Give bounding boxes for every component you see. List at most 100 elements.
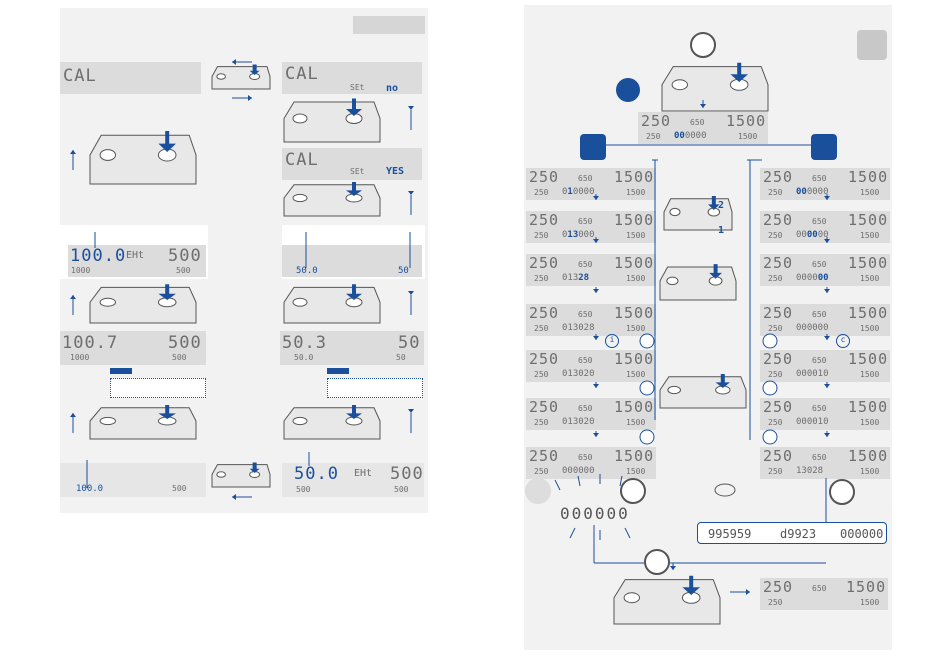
rpm-small: 1500: [626, 274, 646, 283]
timer-dial-icon: [829, 479, 855, 505]
temp-small: 250: [646, 132, 661, 141]
arrow-head: [232, 494, 236, 500]
temp-value: 250: [529, 304, 560, 322]
speed-value: 650: [812, 310, 827, 319]
small-500: 500: [172, 353, 187, 362]
cal-text: CAL: [63, 66, 97, 86]
rpm-value: 1500: [846, 578, 887, 596]
arrow-head: [824, 289, 830, 293]
countdown-sequence: 995959 d9923 000000: [697, 522, 887, 544]
arrow-head: [593, 239, 599, 243]
rpm-value: 1500: [614, 254, 655, 272]
temp-value: 250: [641, 112, 672, 130]
temp-value: 250: [763, 578, 794, 596]
temp-value: 250: [529, 447, 560, 465]
rpm-value: 1500: [614, 168, 655, 186]
rpm-small: 1500: [860, 370, 880, 379]
rpm-value: 1500: [726, 112, 767, 130]
ext-text: EHt: [126, 250, 145, 261]
device-illustration: [283, 98, 381, 143]
set-text: SEt: [350, 167, 365, 176]
speed-value: 650: [812, 584, 827, 593]
rpm-small: 1500: [860, 598, 880, 607]
cal-yes-display: CAL SEt YES: [282, 148, 422, 180]
arrow-head: [408, 191, 414, 195]
value-500: 500: [168, 333, 202, 353]
ear-icon: [525, 478, 551, 504]
arrow-head: [824, 336, 830, 340]
temp-small: 250: [534, 418, 549, 427]
device-illustration: [659, 374, 747, 409]
rpm-value: 1500: [848, 254, 889, 272]
device-illustration: [211, 462, 271, 488]
value-503-display: 50.3 50 50.0 50: [280, 331, 424, 365]
temp-small: 250: [768, 467, 783, 476]
arrow-head: [70, 150, 76, 154]
value-1007: 100.7: [62, 333, 119, 353]
rpm-value: 1500: [614, 304, 655, 322]
cal-text: CAL: [285, 150, 319, 170]
sensor-pill-left: [110, 378, 206, 398]
temp-small: 250: [768, 324, 783, 333]
arrow-head: [593, 289, 599, 293]
rpm-small: 1500: [860, 274, 880, 283]
speed-value: 650: [812, 260, 827, 269]
timer-value: 000000: [796, 323, 829, 333]
value-50-display: 50.0 50: [282, 245, 422, 277]
temp-value: 250: [763, 304, 794, 322]
timer-value: 000010: [796, 369, 829, 379]
temp-value: 250: [763, 254, 794, 272]
device-illustration: [283, 405, 381, 440]
value-500d: 50.0: [294, 464, 339, 484]
temp-value: 250: [529, 350, 560, 368]
temp-value: 250: [763, 398, 794, 416]
temp-value: 250: [763, 350, 794, 368]
rpm-small: 1500: [860, 231, 880, 240]
arrow-head: [70, 295, 76, 299]
rpm-value: 1500: [848, 304, 889, 322]
temp-value: 250: [763, 168, 794, 186]
rpm-small: 1500: [626, 231, 646, 240]
play-pause-icon: [762, 333, 778, 349]
timer-value: 000000: [796, 187, 829, 197]
set-text: SEt: [350, 83, 365, 92]
device-illustration: [89, 131, 197, 185]
timer-dial-icon: [620, 478, 646, 504]
small-50-right: 50: [398, 266, 409, 276]
small-500: 500: [176, 266, 191, 275]
temp-value: 250: [529, 398, 560, 416]
rpm-small: 1500: [860, 188, 880, 197]
timer-value: 013028: [562, 323, 595, 333]
device-illustration: [661, 62, 769, 112]
temp-small: 250: [768, 274, 783, 283]
device-illustration: [89, 284, 197, 324]
rpm-small: 1500: [626, 467, 646, 476]
arrow-head: [824, 433, 830, 437]
arrow-head: [408, 409, 414, 413]
arrow-head: [824, 196, 830, 200]
bottom-500-display: 50.0 EHt 500 500 500: [282, 463, 424, 497]
label-i: i: [605, 334, 619, 348]
value-1007-display: 100.7 500 1000 500: [60, 331, 206, 365]
temp-small: 250: [534, 274, 549, 283]
temp-value: 250: [763, 447, 794, 465]
small-1000-blue: 100.0: [76, 484, 104, 494]
speed-value: 650: [578, 404, 593, 413]
seq-value-c: 000000: [840, 527, 884, 541]
value-500: 500: [168, 246, 202, 266]
speed-value: 650: [578, 260, 593, 269]
rpm-value: 1500: [614, 447, 655, 465]
rpm-value: 1500: [848, 398, 889, 416]
no-value: no: [386, 83, 399, 94]
play-pause-icon: [639, 429, 655, 445]
eye-icon: [714, 483, 736, 497]
small-500-right: 500: [394, 485, 409, 494]
timer-badge-icon: [857, 30, 887, 60]
